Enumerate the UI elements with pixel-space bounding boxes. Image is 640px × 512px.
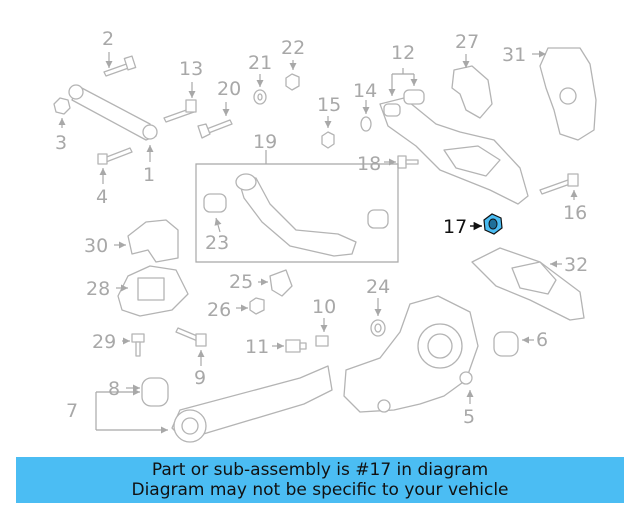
callout-4: 4 <box>96 186 108 208</box>
callout-8: 8 <box>108 378 120 400</box>
callout-9: 9 <box>194 367 206 389</box>
part-17-nut[interactable] <box>470 213 503 235</box>
part-32-plate <box>471 247 585 321</box>
part-13-bolt <box>163 82 197 123</box>
part-7-trailing-arm <box>95 365 333 443</box>
part-26-nut <box>236 297 265 315</box>
callout-30: 30 <box>84 235 108 257</box>
caption-bar: Part or sub-assembly is #17 in diagram D… <box>16 457 624 503</box>
callout-2: 2 <box>102 28 114 50</box>
part-11-bolt <box>272 339 307 353</box>
part-22-nut <box>285 60 300 91</box>
parts-diagram: 1 2 3 4 5 6 7 8 9 10 11 12 13 14 15 16 1… <box>53 28 597 443</box>
callout-28: 28 <box>86 278 110 300</box>
part-15-nut <box>321 116 335 149</box>
part-10-bolt <box>315 318 329 347</box>
part-24-washer <box>370 298 386 337</box>
callout-16: 16 <box>563 202 587 224</box>
callout-20: 20 <box>217 78 241 100</box>
callout-27: 27 <box>455 31 479 53</box>
callout-13: 13 <box>179 58 203 80</box>
callout-15: 15 <box>317 94 341 116</box>
part-28-mount <box>116 265 189 317</box>
part-31-bracket <box>532 47 597 141</box>
callout-23: 23 <box>205 232 229 254</box>
callout-14: 14 <box>353 80 377 102</box>
part-16-bolt <box>539 173 579 200</box>
callout-32: 32 <box>564 254 588 276</box>
part-14-washer <box>360 100 372 132</box>
callout-21: 21 <box>248 52 272 74</box>
caption-line-1: Part or sub-assembly is #17 in diagram <box>151 460 489 480</box>
part-9-bolt <box>175 327 207 366</box>
part-19-upper-link <box>195 150 399 263</box>
part-5-knuckle <box>343 295 479 413</box>
callout-1: 1 <box>143 164 155 186</box>
part-18-bolt <box>384 155 419 169</box>
part-30-mount <box>114 219 179 263</box>
callout-12: 12 <box>391 42 415 64</box>
callout-24: 24 <box>366 276 390 298</box>
part-8-bushing <box>126 377 169 407</box>
callout-11: 11 <box>245 336 269 358</box>
part-12-lower-arm <box>379 68 529 205</box>
part-21-washer <box>253 74 267 105</box>
callout-29: 29 <box>92 331 116 353</box>
part-1-link <box>68 84 158 162</box>
callout-26: 26 <box>207 299 231 321</box>
callout-5: 5 <box>463 406 475 428</box>
caption-line-2: Diagram may not be specific to your vehi… <box>131 480 509 500</box>
callout-19: 19 <box>253 131 277 153</box>
callout-25: 25 <box>229 271 253 293</box>
callout-3: 3 <box>55 132 67 154</box>
part-4-bolt <box>97 147 133 184</box>
part-2-bolt <box>103 52 137 77</box>
callout-22: 22 <box>281 37 305 59</box>
part-20-bolt <box>197 102 233 139</box>
callout-18: 18 <box>357 153 381 175</box>
part-6-bushing <box>493 331 534 357</box>
callout-6: 6 <box>536 329 548 351</box>
callout-7: 7 <box>66 400 78 422</box>
part-27-bracket <box>451 54 493 119</box>
part-29-bolt <box>122 333 145 357</box>
callout-17[interactable]: 17 <box>443 216 467 238</box>
part-3-nut <box>53 97 71 128</box>
callout-10: 10 <box>312 296 336 318</box>
part-25-bracket <box>258 269 293 297</box>
callout-31: 31 <box>502 44 526 66</box>
